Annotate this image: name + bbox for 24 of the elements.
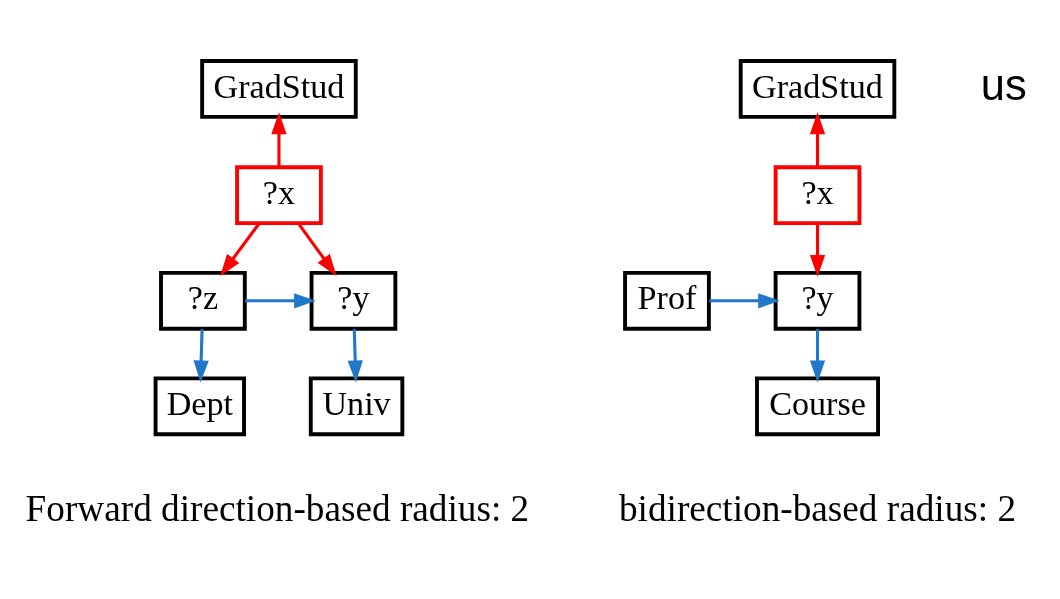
arrow: [809, 223, 826, 277]
node-box: ?y: [773, 270, 862, 331]
node-box: ?x: [773, 164, 862, 225]
arrow: [809, 328, 826, 382]
node-box: ?x: [235, 164, 323, 225]
label: bidirection-based radius: 2: [618, 487, 1017, 529]
node-box: Course: [755, 375, 880, 436]
arrow: [347, 328, 363, 382]
node-box: Dept: [153, 375, 246, 436]
arrow: [297, 222, 337, 276]
node-box: Prof: [623, 270, 711, 331]
label: Forward direction-based radius: 2: [25, 487, 530, 529]
arrow: [271, 111, 287, 167]
node-box: GradStud: [200, 58, 358, 119]
node-box: Univ: [308, 375, 405, 436]
node-box: ?y: [309, 270, 398, 331]
arrow: [193, 328, 209, 382]
node-box: ?z: [159, 270, 247, 331]
label: us: [980, 60, 1027, 109]
arrow: [245, 292, 316, 308]
arrow: [809, 111, 826, 167]
arrow: [709, 292, 780, 308]
node-box: GradStud: [738, 58, 897, 119]
arrow: [220, 222, 261, 276]
